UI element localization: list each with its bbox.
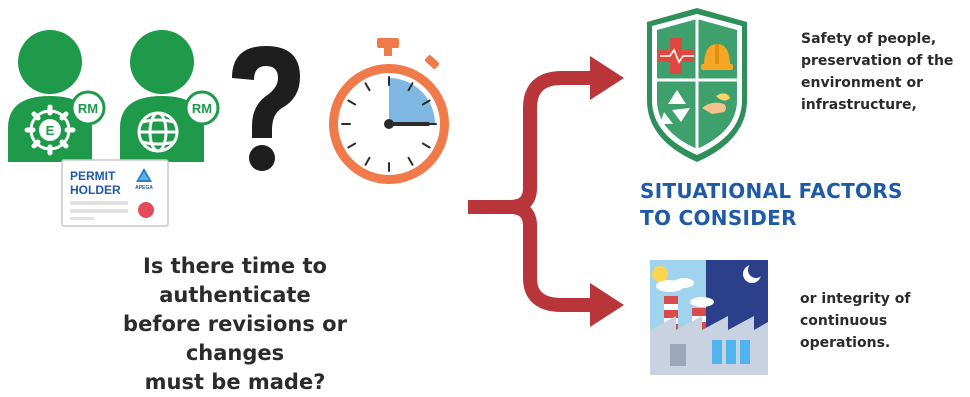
permit-label-line1: PERMIT: [70, 169, 116, 183]
permit-label-line2: HOLDER: [70, 183, 121, 197]
clock-ticks: [341, 76, 437, 172]
elapsed-time-wedge: [389, 78, 435, 124]
situational-factors-title: SITUATIONAL FACTORS TO CONSIDER: [640, 179, 903, 230]
smoke-clouds: [656, 278, 714, 307]
globe-icon: [137, 111, 179, 153]
factory-icon: [650, 260, 768, 375]
seal-icon: [138, 202, 154, 218]
operations-factor-text: or integrity of continuous operations.: [800, 291, 911, 351]
card-text-lines: [70, 201, 128, 220]
engineering-letter: E: [46, 123, 55, 138]
safety-shield-icon: [647, 8, 747, 162]
stopwatch-icon: [329, 38, 449, 184]
safety-factor-text: Safety of people, preservation of the en…: [801, 31, 954, 113]
sun-icon: [652, 266, 668, 282]
apega-logo: APEGA: [135, 168, 153, 191]
hand-icon: [702, 93, 730, 114]
question-mark-icon: [232, 46, 300, 171]
person-gear-icon: E RM: [8, 30, 106, 162]
branch-arrow-icon: [468, 56, 624, 327]
moon-icon: [743, 262, 764, 283]
svg-text:APEGA: APEGA: [135, 185, 153, 191]
authentication-question: Is there time to authenticate before rev…: [123, 254, 347, 394]
hard-hat-icon: [701, 44, 733, 70]
medical-cross-icon: [658, 38, 694, 74]
permit-holder-card: PERMIT HOLDER APEGA: [61, 159, 169, 227]
person-globe-icon: RM: [120, 30, 220, 162]
rm-badge-left: RM: [78, 101, 98, 116]
rm-badge-right: RM: [192, 101, 212, 116]
recycle-icon: [660, 90, 690, 124]
diagram-canvas: E RM RM PERMIT HOLDER APEGA: [8, 8, 768, 375]
gear-icon: E: [24, 104, 76, 156]
